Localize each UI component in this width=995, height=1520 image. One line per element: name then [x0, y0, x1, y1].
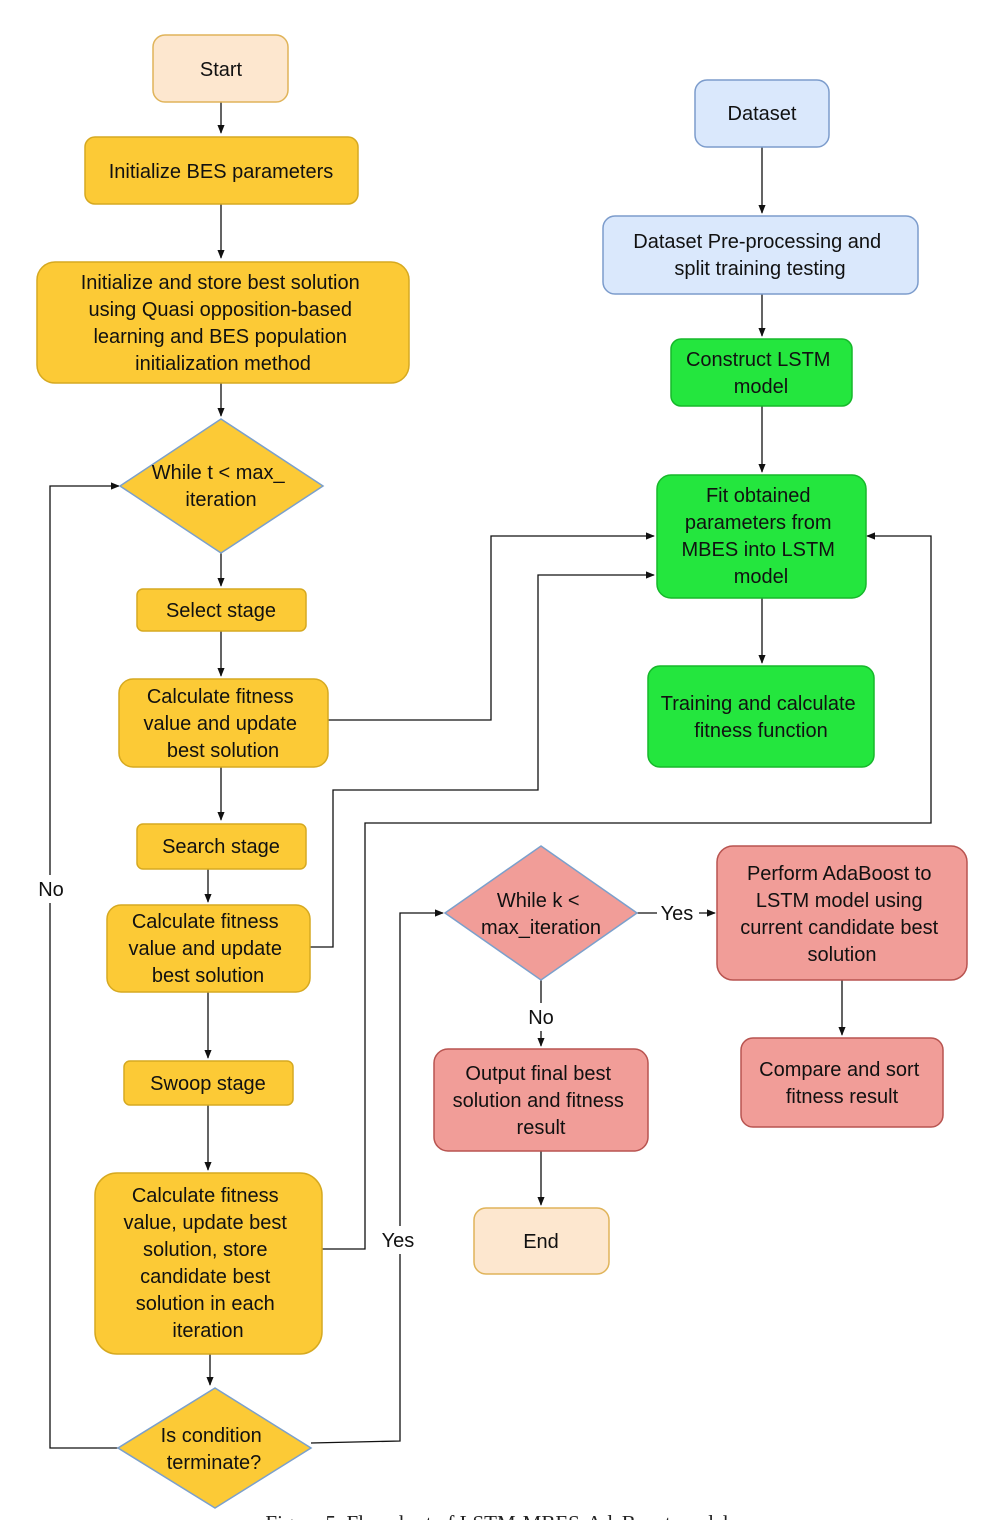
adaboost-label: Perform AdaBoost to LSTM model using cur… [740, 863, 943, 966]
init-store-label: Initialize and store best solution using… [81, 272, 366, 375]
edge-calc2-to-fit [310, 571, 655, 948]
init-bes-label: Initialize BES parameters [109, 161, 334, 183]
node-labels: Start Initialize BES parameters Initiali… [81, 59, 943, 1474]
select-stage-node [136, 588, 307, 632]
output-final-label: Output final best solution and fitness r… [453, 1063, 630, 1139]
end-node [473, 1207, 610, 1275]
preprocess-label: Dataset Pre-processing and split trainin… [633, 231, 886, 280]
search-stage-label: Search stage [162, 836, 280, 858]
edge-label-no-left: No [38, 879, 64, 901]
construct-lstm-label: Construct LSTM model [686, 349, 836, 398]
edges [49, 102, 932, 1449]
calc3-node [94, 1172, 323, 1355]
nodes [36, 34, 968, 1509]
edge-label-yes-k: Yes [661, 903, 694, 925]
search-stage-node [136, 823, 307, 870]
start-label: Start [200, 59, 243, 81]
compare-sort-label: Compare and sort fitness result [759, 1059, 925, 1108]
calc1-label: Calculate fitness value and update best … [143, 686, 302, 762]
fit-params-label: Fit obtained parameters from MBES into L… [682, 485, 841, 588]
dataset-node [694, 79, 830, 148]
init-bes-node [84, 136, 359, 205]
edge-calc1-to-fit [328, 532, 655, 721]
while-t-label: While t < max_ iteration [152, 462, 290, 511]
end-label: End [523, 1231, 559, 1253]
edge-cond-yes-to-whilek [310, 909, 444, 1444]
edge-labels: No Yes No Yes [34, 875, 699, 1254]
while-t-decision [118, 418, 325, 554]
swoop-stage-label: Swoop stage [150, 1073, 266, 1095]
figure-caption: Figure 5. Flowchart of LSTM-MBES-AdaBoos… [265, 1511, 728, 1520]
adaboost-node [716, 845, 968, 981]
calc3-label: Calculate fitness value, update best sol… [123, 1185, 292, 1342]
fit-params-node [656, 474, 867, 599]
edge-cond-no-loop [49, 482, 120, 1449]
edge-label-yes-cond: Yes [382, 1230, 415, 1252]
calc2-node [106, 904, 311, 993]
construct-lstm-node [670, 338, 853, 407]
dataset-label: Dataset [728, 103, 797, 125]
is-condition-label: Is condition terminate? [161, 1425, 268, 1474]
calc1-node [118, 678, 329, 768]
calc2-label: Calculate fitness value and update best … [128, 911, 287, 987]
while-k-decision [443, 845, 639, 981]
start-node [152, 34, 289, 103]
compare-sort-node [740, 1037, 944, 1128]
output-final-node [433, 1048, 649, 1152]
edge-label-no-k: No [528, 1007, 554, 1029]
select-stage-label: Select stage [166, 600, 276, 622]
preprocess-node [602, 215, 919, 295]
while-k-label: While k < max_iteration [481, 890, 601, 939]
edge-calc3-to-fit [322, 532, 932, 1250]
training-label: Training and calculate fitness function [661, 693, 862, 742]
init-store-node [36, 261, 410, 384]
swoop-stage-node [123, 1060, 294, 1106]
is-condition-decision [116, 1387, 313, 1509]
training-node [647, 665, 875, 768]
